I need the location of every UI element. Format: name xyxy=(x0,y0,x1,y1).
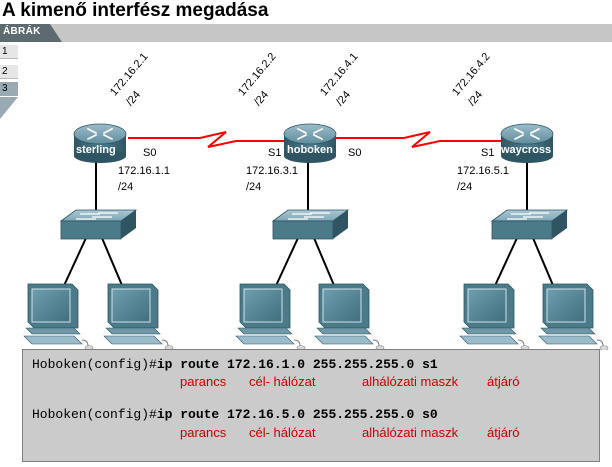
page-title: A kimenő interfész megadása xyxy=(2,0,269,21)
switch-waycross-icon xyxy=(491,209,568,240)
header-bar xyxy=(0,24,612,42)
hoboken-lan-mask: /24 xyxy=(246,181,262,193)
command-text: ip route 172.16.1.0 255.255.255.0 s1 xyxy=(156,357,438,372)
switch-hoboken-icon xyxy=(272,209,349,240)
command-line-1: Hoboken(config)#ip route 172.16.1.0 255.… xyxy=(32,357,438,372)
side-tab-wedge xyxy=(0,97,18,119)
waycross-lan-mask: /24 xyxy=(457,181,473,193)
pc-icon xyxy=(103,283,174,350)
sterling-lan-ip: 172.16.1.1 xyxy=(118,165,170,177)
pc-icon xyxy=(23,283,94,350)
serial-link-sterling-hoboken xyxy=(128,131,289,148)
note-parancs: parancs xyxy=(180,374,227,389)
pc-icon xyxy=(314,283,385,350)
hoboken-lan-ip: 172.16.3.1 xyxy=(246,165,298,177)
note-alhalozati-maszk: alhálózati maszk xyxy=(362,425,459,440)
note-parancs: parancs xyxy=(180,425,227,440)
note-cel-halozat: cél- hálózat xyxy=(249,425,316,440)
command-box: Hoboken(config)#ip route 172.16.1.0 255.… xyxy=(22,349,600,462)
sterling-s0-label: S0 xyxy=(143,147,157,159)
side-tab-2[interactable]: 2 xyxy=(0,65,18,79)
router-name-waycross: waycross xyxy=(501,144,552,156)
hoboken-s1-label: S1 xyxy=(268,147,282,159)
command-text: ip route 172.16.5.0 255.255.255.0 s0 xyxy=(156,407,438,422)
side-tab-1[interactable]: 1 xyxy=(0,45,18,59)
router-name-sterling: sterling xyxy=(76,144,116,156)
hoboken-s0-label: S0 xyxy=(348,147,362,159)
switch-sterling-icon xyxy=(60,209,137,240)
abrak-tab-shape xyxy=(0,24,62,42)
figures-tab-label[interactable]: ÁBRÁK xyxy=(3,26,41,37)
pc-icon xyxy=(459,283,530,350)
command-line-2: Hoboken(config)#ip route 172.16.5.0 255.… xyxy=(32,407,438,422)
command-prompt: Hoboken(config)# xyxy=(32,357,157,372)
sterling-lan-mask: /24 xyxy=(118,181,134,193)
note-atjaro: átjáró xyxy=(487,425,520,440)
pc-icon xyxy=(538,283,609,350)
note-cel-halozat: cél- hálózat xyxy=(249,374,316,389)
pc-icon xyxy=(235,283,306,350)
router-name-hoboken: hoboken xyxy=(287,144,333,156)
note-alhalozati-maszk: alhálózati maszk xyxy=(362,374,459,389)
side-tab-3[interactable]: 3 xyxy=(0,82,18,96)
waycross-s1-label: S1 xyxy=(481,147,495,159)
waycross-lan-ip: 172.16.5.1 xyxy=(457,165,509,177)
serial-link-hoboken-waycross xyxy=(336,131,505,148)
network-topology xyxy=(23,123,609,350)
note-atjaro: átjáró xyxy=(487,374,520,389)
command-prompt: Hoboken(config)# xyxy=(32,407,157,422)
